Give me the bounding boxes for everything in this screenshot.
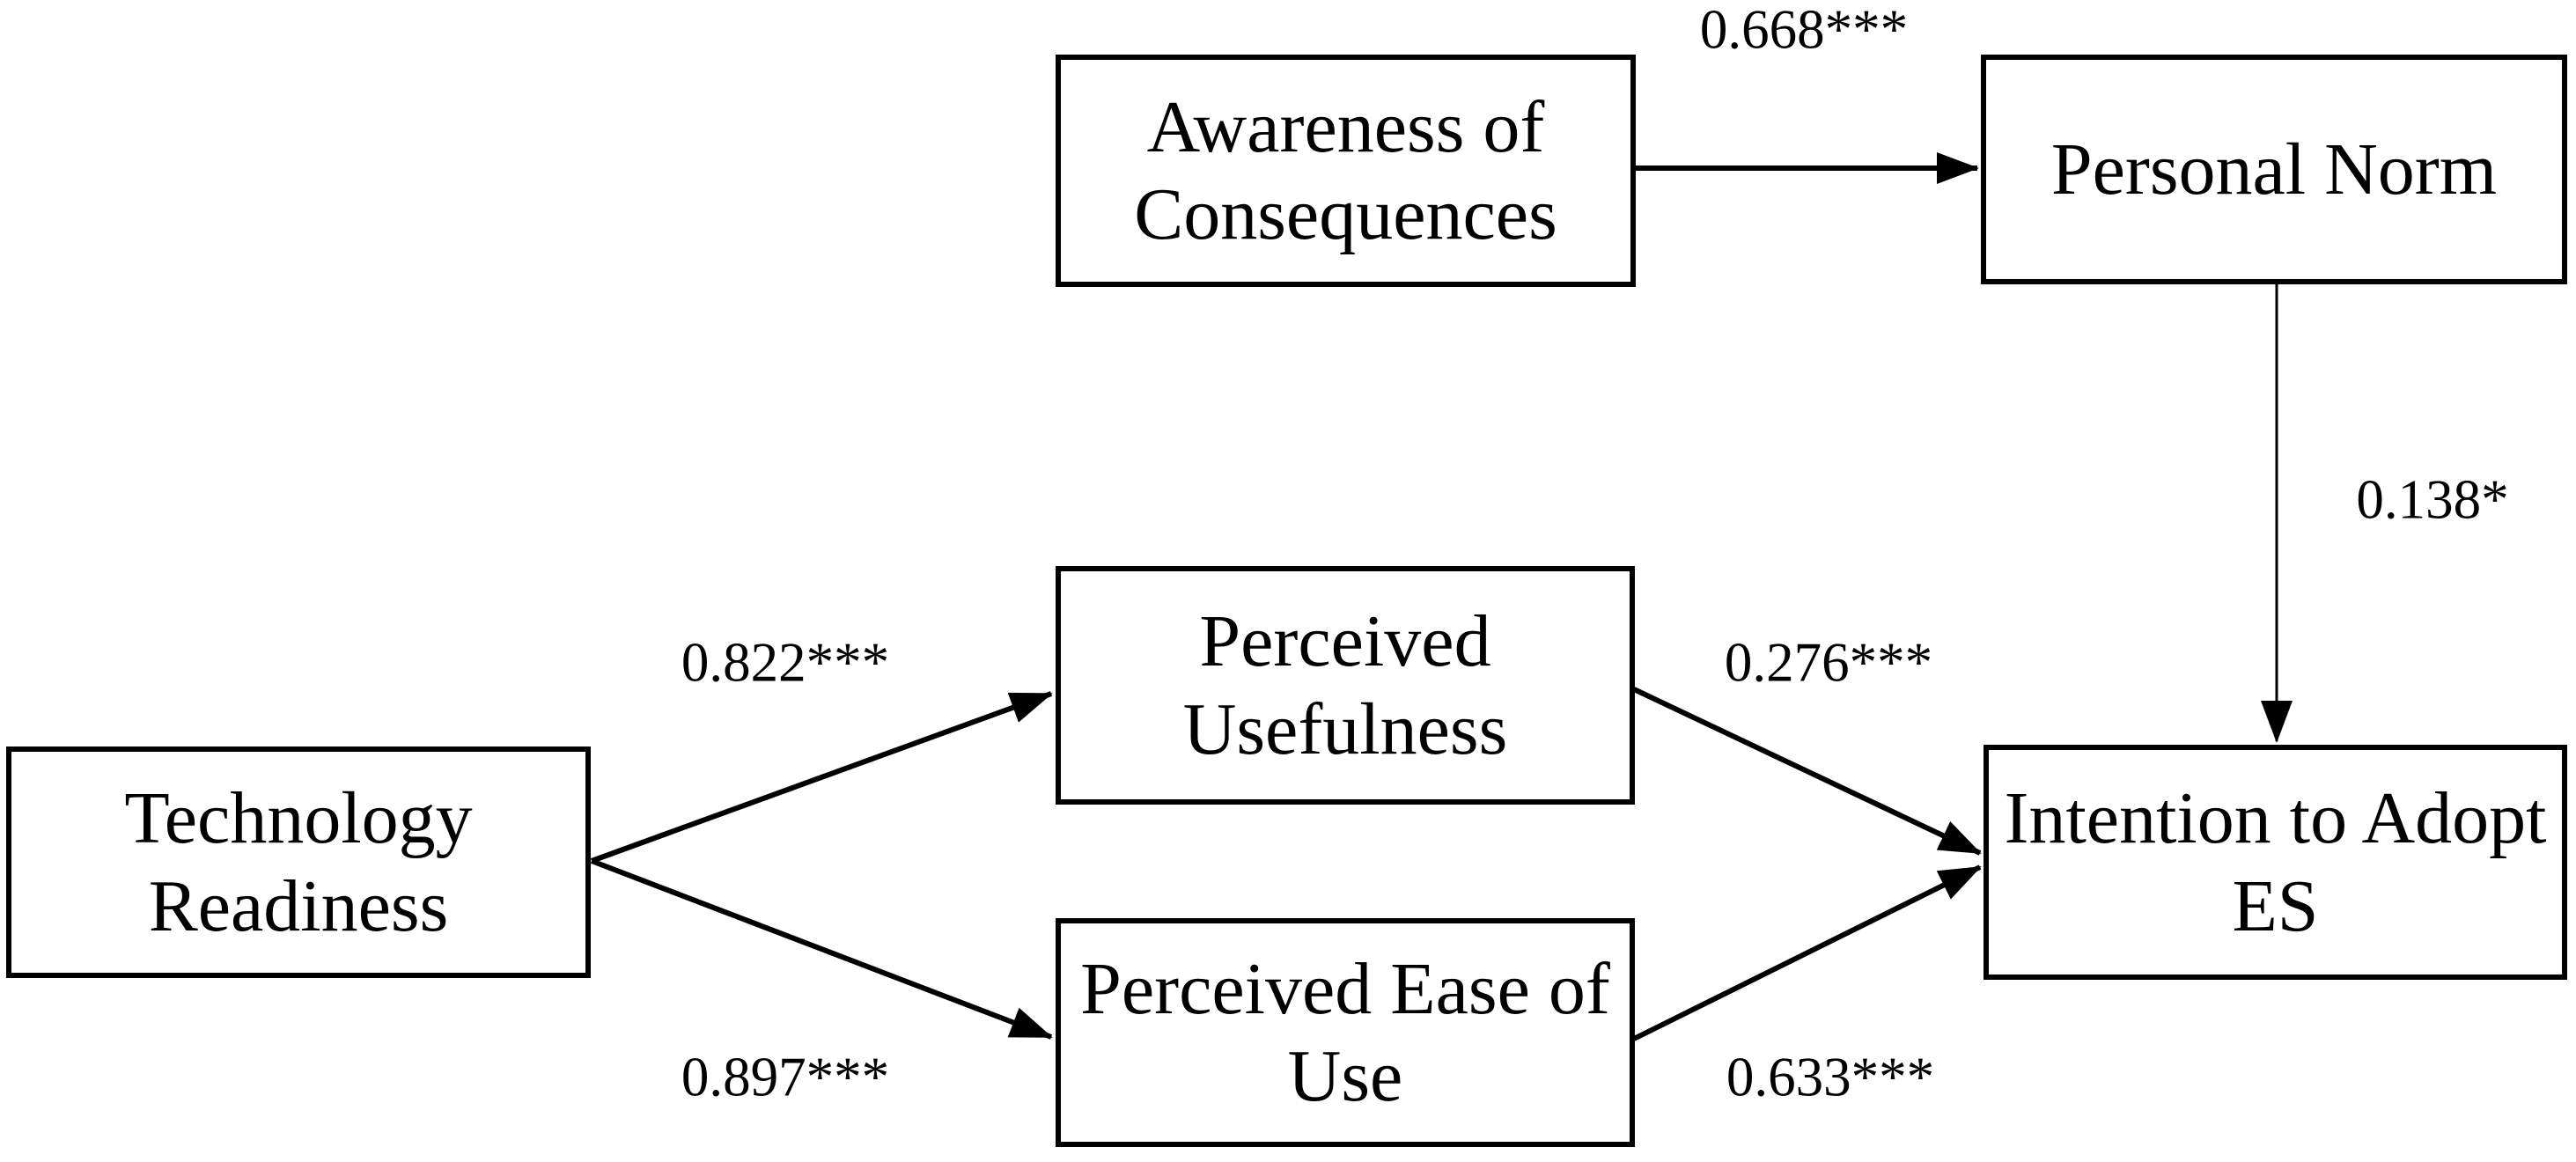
node-technology-readiness-label: Technology Readiness [124, 777, 473, 947]
node-perceived-ease-of-use: Perceived Ease of Use [1056, 918, 1635, 1147]
arrow-perceived-ease-of-use-to-intention [1632, 864, 1982, 1041]
node-technology-readiness: Technology Readiness [6, 746, 591, 978]
edge-label-technology-readiness-to-perceived-ease-of-use: 0.897*** [681, 1046, 890, 1108]
edge-label-perceived-usefulness-to-intention: 0.276*** [1724, 631, 1933, 694]
arrow-technology-readiness-to-perceived-usefulness [590, 691, 1053, 864]
node-awareness-of-consequences-label: Awareness of Consequences [1134, 85, 1557, 255]
node-personal-norm: Personal Norm [1981, 55, 2567, 284]
node-intention-to-adopt-es: Intention to Adopt ES [1984, 745, 2567, 980]
node-intention-to-adopt-es-label: Intention to Adopt ES [2004, 777, 2547, 947]
edge-label-perceived-ease-of-use-to-intention: 0.633*** [1726, 1046, 1935, 1108]
node-awareness-of-consequences: Awareness of Consequences [1056, 55, 1636, 287]
edge-label-technology-readiness-to-perceived-usefulness: 0.822*** [681, 631, 890, 694]
node-personal-norm-label: Personal Norm [2050, 128, 2498, 210]
node-perceived-usefulness-label: Perceived Usefulness [1182, 600, 1508, 770]
node-perceived-usefulness: Perceived Usefulness [1056, 566, 1635, 805]
node-perceived-ease-of-use-label: Perceived Ease of Use [1080, 947, 1610, 1117]
arrow-technology-readiness-to-perceived-ease-of-use [590, 858, 1053, 1040]
edge-label-personal-norm-to-intention: 0.138* [2356, 468, 2509, 531]
arrow-perceived-usefulness-to-intention [1632, 687, 1982, 856]
edge-label-awareness-to-personal-norm: 0.668*** [1699, 0, 1909, 61]
